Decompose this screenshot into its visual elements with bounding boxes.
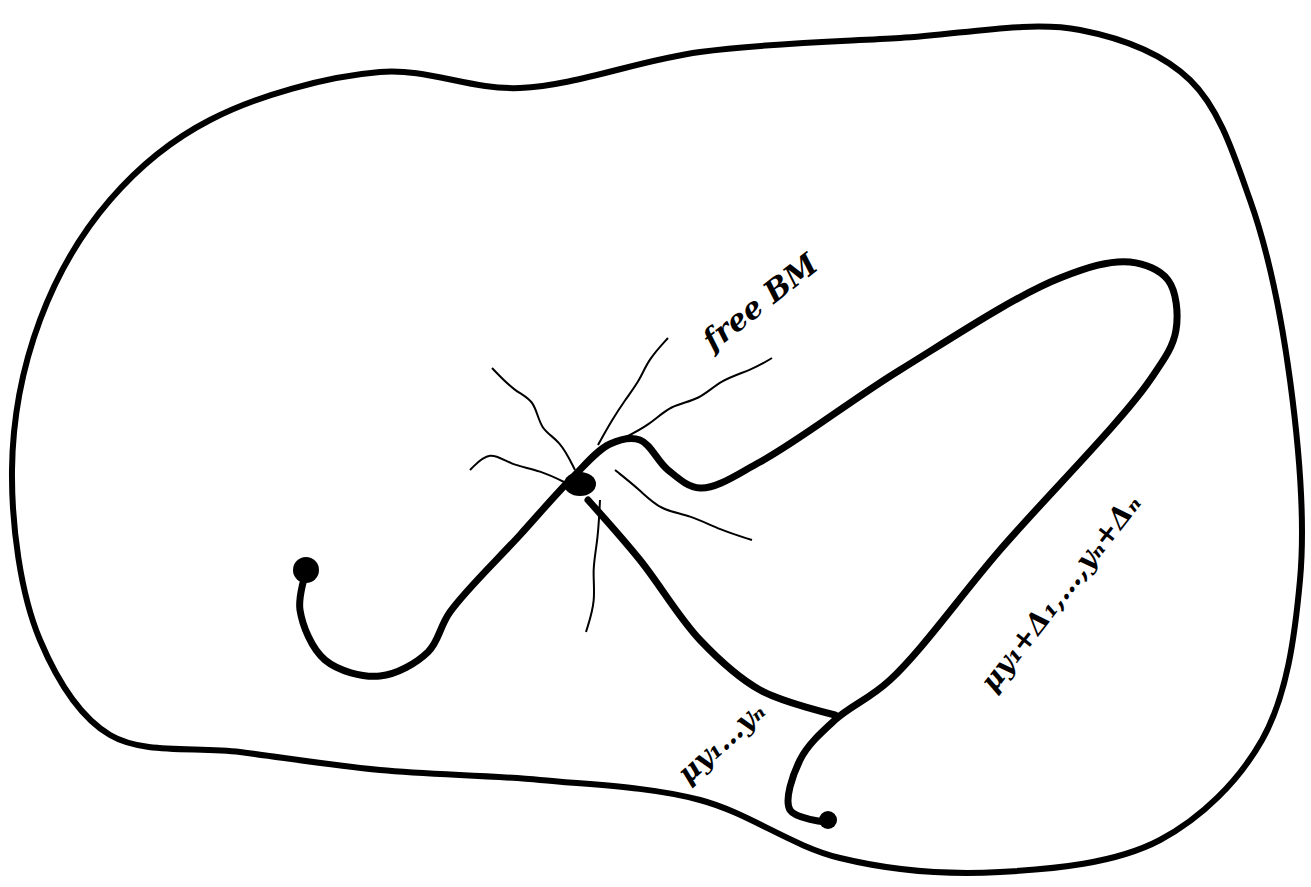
start-dot — [293, 557, 319, 583]
path-curve — [300, 262, 1177, 822]
brownian-path — [586, 500, 600, 632]
math-label: μy₁+Δ₁,…,yₙ+Δₙ — [973, 486, 1149, 700]
brownian-path — [620, 358, 772, 440]
brownian-path — [492, 368, 575, 470]
math-label: free BM — [694, 245, 826, 358]
math-label: μy₁…yₙ — [670, 694, 774, 792]
brownian-path — [615, 470, 752, 540]
brownian-path — [598, 338, 668, 445]
end-dot — [819, 811, 837, 829]
outer-region — [12, 27, 1302, 873]
brownian-path — [470, 456, 570, 485]
path-curve — [588, 500, 835, 715]
